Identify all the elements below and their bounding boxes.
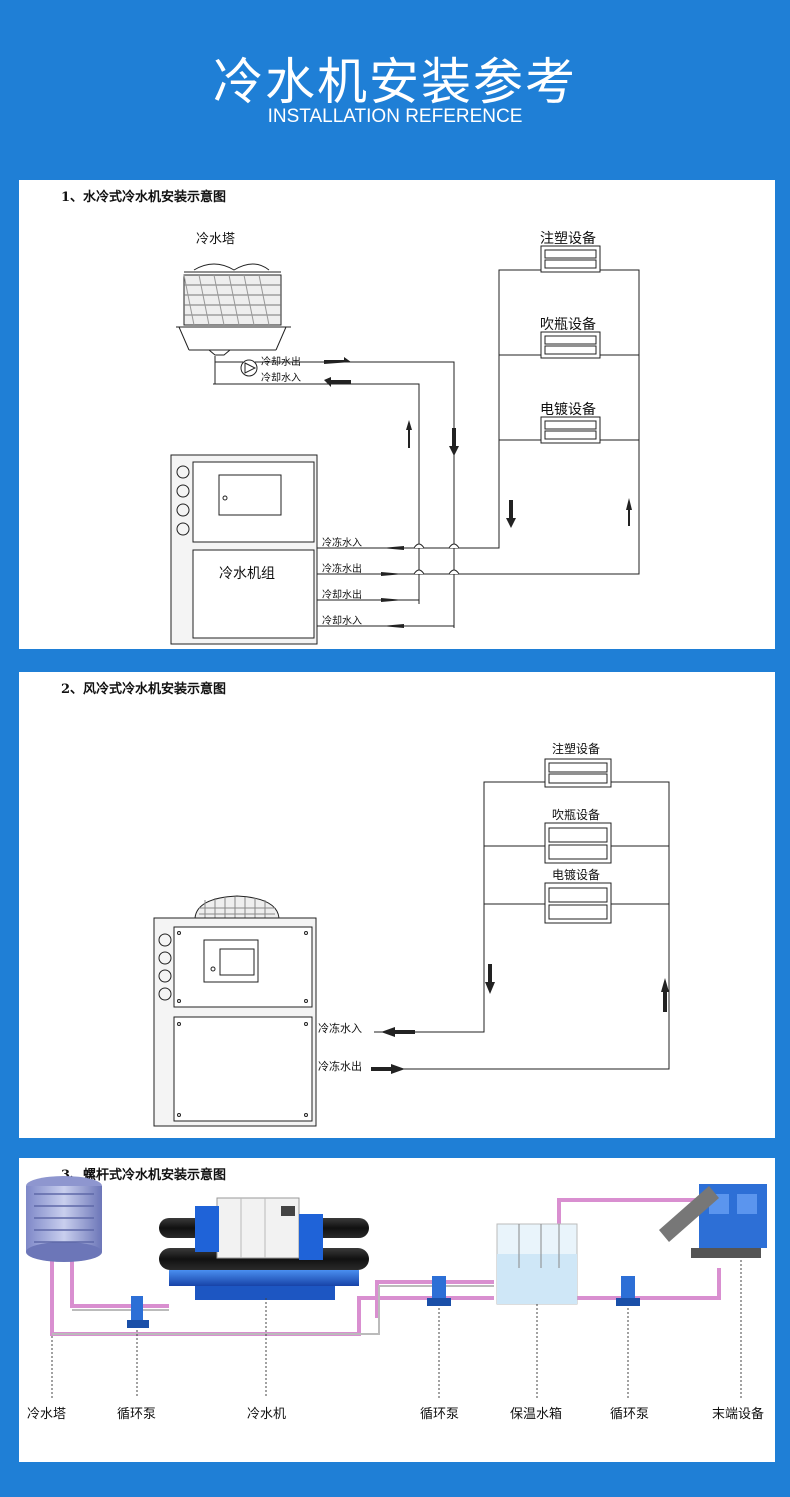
chiller-port-label: 冷冻水出 bbox=[322, 562, 362, 575]
water-cooled-diagram-panel: 1、水冷式冷水机安装示意图 冷水塔 bbox=[19, 180, 775, 649]
water-cooled-diagram: 冷水塔 bbox=[170, 230, 640, 645]
tower-pipe-label: 冷却水入 bbox=[261, 371, 301, 384]
circulation-pump-icon bbox=[616, 1276, 640, 1306]
terminal-equipment-icon bbox=[659, 1184, 767, 1258]
equipment-boxes bbox=[540, 245, 601, 444]
page-subtitle: INSTALLATION REFERENCE bbox=[267, 106, 523, 127]
piping bbox=[50, 1198, 739, 1336]
component-label: 冷水塔 bbox=[27, 1407, 66, 1422]
component-label: 末端设备 bbox=[712, 1406, 764, 1422]
chiller-unit-icon bbox=[170, 454, 318, 645]
circulation-pump-icon bbox=[427, 1276, 451, 1306]
chiller-port-label: 冷冻水出 bbox=[318, 1059, 362, 1073]
circulation-pump-icon bbox=[127, 1296, 149, 1328]
chiller-port-label: 冷冻水入 bbox=[322, 536, 362, 549]
screw-chiller-diagram: 冷水塔 循环泵 冷水机 循环泵 保温水箱 循环泵 末端设备 bbox=[26, 1176, 767, 1422]
tower-pipe-label: 冷却水出 bbox=[261, 355, 301, 368]
tower-pipes bbox=[213, 269, 640, 628]
chiller-unit-label: 冷水机组 bbox=[219, 566, 275, 582]
cooling-tower-icon bbox=[176, 263, 291, 356]
cooling-tower-label: 冷水塔 bbox=[196, 232, 235, 247]
chiller-port-label: 冷却水入 bbox=[322, 614, 362, 627]
label-leaders bbox=[51, 1260, 742, 1398]
equipment-label: 电镀设备 bbox=[552, 868, 600, 882]
page-header: 冷水机安装参考 INSTALLATION REFERENCE bbox=[0, 0, 790, 170]
air-cooled-equipment-boxes bbox=[544, 758, 612, 924]
screw-chiller-diagram-panel: 3、螺杆式冷水机安装示意图 bbox=[19, 1158, 775, 1462]
equipment-label: 吹瓶设备 bbox=[552, 808, 600, 822]
air-cooled-diagram: 注塑设备 吹瓶设备 电镀设备 冷冻水入 冷冻水出 bbox=[153, 741, 670, 1127]
equipment-label: 吹瓶设备 bbox=[540, 316, 596, 333]
component-label: 冷水机 bbox=[247, 1407, 286, 1422]
chiller-port-label: 冷却水出 bbox=[322, 588, 362, 601]
chiller-port-label: 冷冻水入 bbox=[318, 1021, 362, 1035]
water-cooled-heading: 1、水冷式冷水机安装示意图 bbox=[61, 190, 227, 205]
component-label: 循环泵 bbox=[610, 1407, 649, 1422]
equipment-label: 注塑设备 bbox=[552, 741, 600, 756]
air-cooled-diagram-panel: 2、风冷式冷水机安装示意图 注塑设备 吹瓶设备 电镀设备 bbox=[19, 672, 775, 1138]
flow-arrows bbox=[324, 357, 632, 628]
cooling-tower-icon bbox=[26, 1176, 102, 1262]
screw-chiller-icon bbox=[159, 1197, 369, 1300]
air-cooled-pipes bbox=[374, 781, 670, 1070]
flow-arrows bbox=[371, 964, 669, 1074]
equipment-label: 注塑设备 bbox=[540, 230, 596, 247]
component-label: 保温水箱 bbox=[510, 1406, 562, 1422]
component-label: 循环泵 bbox=[420, 1407, 459, 1422]
air-cooled-heading: 2、风冷式冷水机安装示意图 bbox=[61, 682, 227, 697]
screw-chiller-heading: 3、螺杆式冷水机安装示意图 bbox=[61, 1168, 227, 1183]
page-title: 冷水机安装参考 bbox=[213, 53, 577, 111]
equipment-label: 电镀设备 bbox=[540, 401, 596, 418]
component-label: 循环泵 bbox=[117, 1407, 156, 1422]
insulated-water-tank-icon bbox=[496, 1223, 578, 1305]
air-cooled-chiller-icon bbox=[153, 895, 317, 1127]
